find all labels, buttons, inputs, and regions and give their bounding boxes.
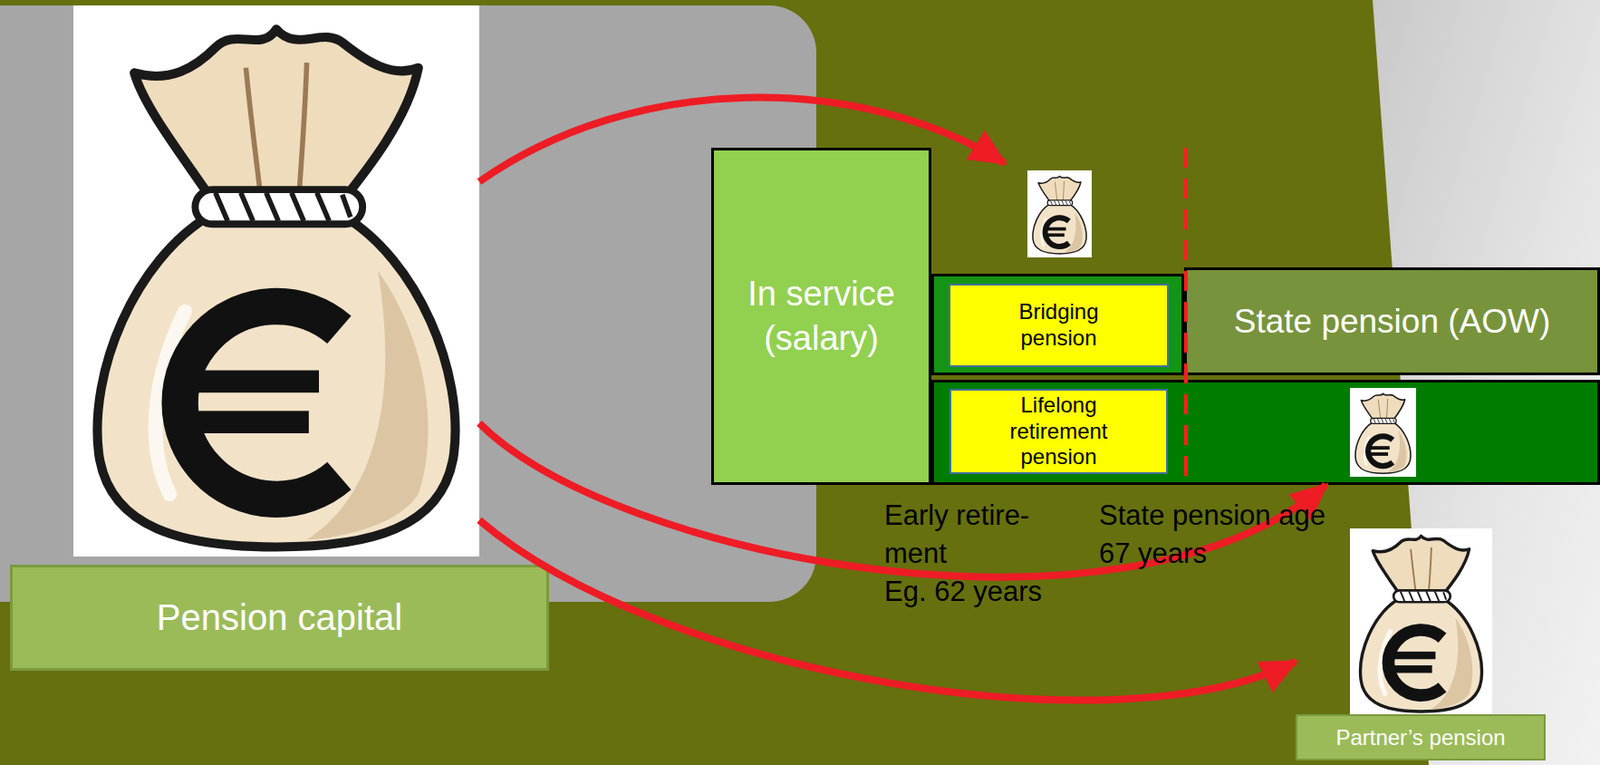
bag-background [1349,528,1493,714]
money-bag [73,5,480,557]
bridging-band: Bridging pension [931,163,1185,376]
capital-label: Pension capital [9,564,550,671]
bag-background [1027,170,1092,258]
age-label: State pension age [1098,496,1326,535]
partner-label: Partner’s pension [1295,713,1546,761]
pension-box: Bridging pension [948,283,1169,367]
money-bag [1032,175,1087,253]
service-box: In service (salary) [711,147,932,485]
money-bag [1349,528,1493,714]
age-label: Eg. 62 years [884,572,1042,611]
state-pension-band: State pension (AOW) [1184,267,1600,376]
box-label: State pension (AOW) [1186,269,1598,373]
pension-box: Lifelong retirement pension [949,388,1168,474]
age-label: Early retire- ment [884,496,1066,573]
capital-node: Pension capital [73,5,480,557]
partner-node: Partner’s pension [1295,528,1546,761]
lifelong-band: Lifelong retirement pension [931,379,1600,485]
box-label: In service (salary) [713,150,929,482]
age-label: 67 years [1098,534,1207,573]
